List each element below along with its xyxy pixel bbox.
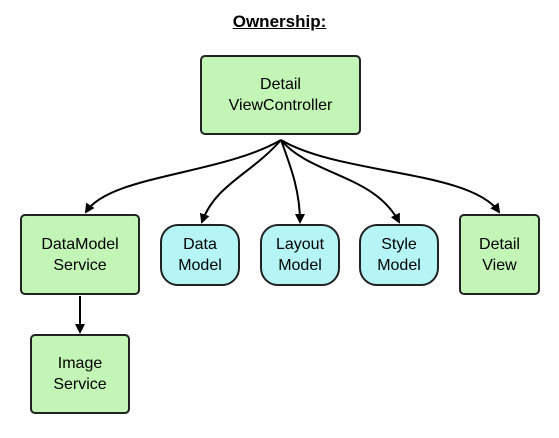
diagram-title: Ownership: [232,12,327,31]
node-image-service: Image Service [30,334,130,414]
node-label-line1: Style [381,236,417,253]
node-label-line2: Model [278,257,322,274]
node-label-line2: Model [377,257,421,274]
edge-detail-vc-to-detail-view [280,139,501,214]
node-label-line2: Service [53,376,107,393]
edge-detail-vc-to-data-model [199,139,282,224]
node-label-line2: Service [53,256,107,274]
node-label-line1: Detail [479,235,520,253]
node-label-line1: Layout [275,236,325,253]
node-label-line2: Model [178,257,222,274]
node-style-model: Style Model [359,224,439,286]
edge-detail-vc-to-layout-model [280,139,305,224]
node-detail-viewcontroller: Detail ViewController [200,55,361,135]
node-label-line1: DataModel [41,235,119,253]
node-datamodel-service: DataModel Service [20,214,140,295]
edge-detail-vc-to-style-model [280,139,400,224]
node-label-line1: Image [57,355,103,372]
edge-detail-vc-to-datamodel-service [84,139,282,214]
node-label-line2: ViewController [228,97,333,114]
node-label-line1: Detail [260,76,301,93]
node-label-line2: View [482,256,517,274]
node-label-line1: Data [183,236,217,253]
node-layout-model: Layout Model [260,224,340,286]
node-data-model: Data Model [160,224,240,286]
node-detail-view: Detail View [459,214,540,295]
